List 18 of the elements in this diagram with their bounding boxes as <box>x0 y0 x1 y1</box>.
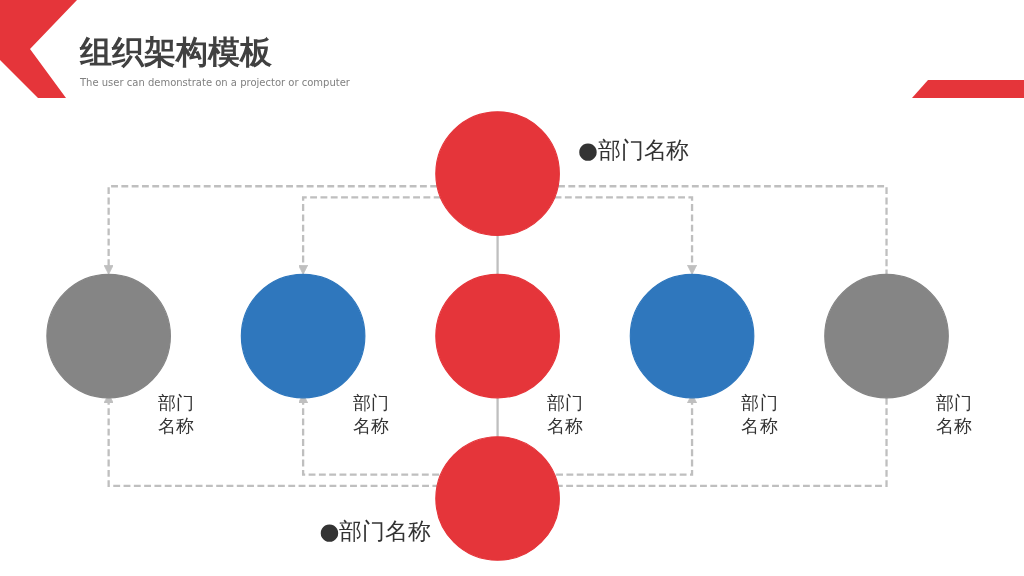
connector <box>558 397 888 487</box>
node-caption: 部门名称 <box>352 391 391 438</box>
connector <box>496 396 499 437</box>
node-caption: ●部门名称 <box>319 516 431 546</box>
connector <box>496 234 499 275</box>
node-caption: 部门名称 <box>547 391 585 438</box>
arrow <box>554 196 698 275</box>
node-caption: 部门名称 <box>158 391 196 438</box>
connector <box>558 185 888 275</box>
arrow <box>298 196 441 275</box>
node-circle <box>435 436 560 561</box>
node-caption: ●部门名称 <box>577 135 690 164</box>
node-circle <box>435 111 560 236</box>
subtitle: The user can demonstrate on a projector or computer <box>80 76 350 89</box>
arrow <box>103 185 438 275</box>
diagram-title: 组织架构模板 <box>80 32 272 72</box>
node-caption: 部门名称 <box>935 391 974 438</box>
node-caption: 部门名称 <box>741 391 780 438</box>
